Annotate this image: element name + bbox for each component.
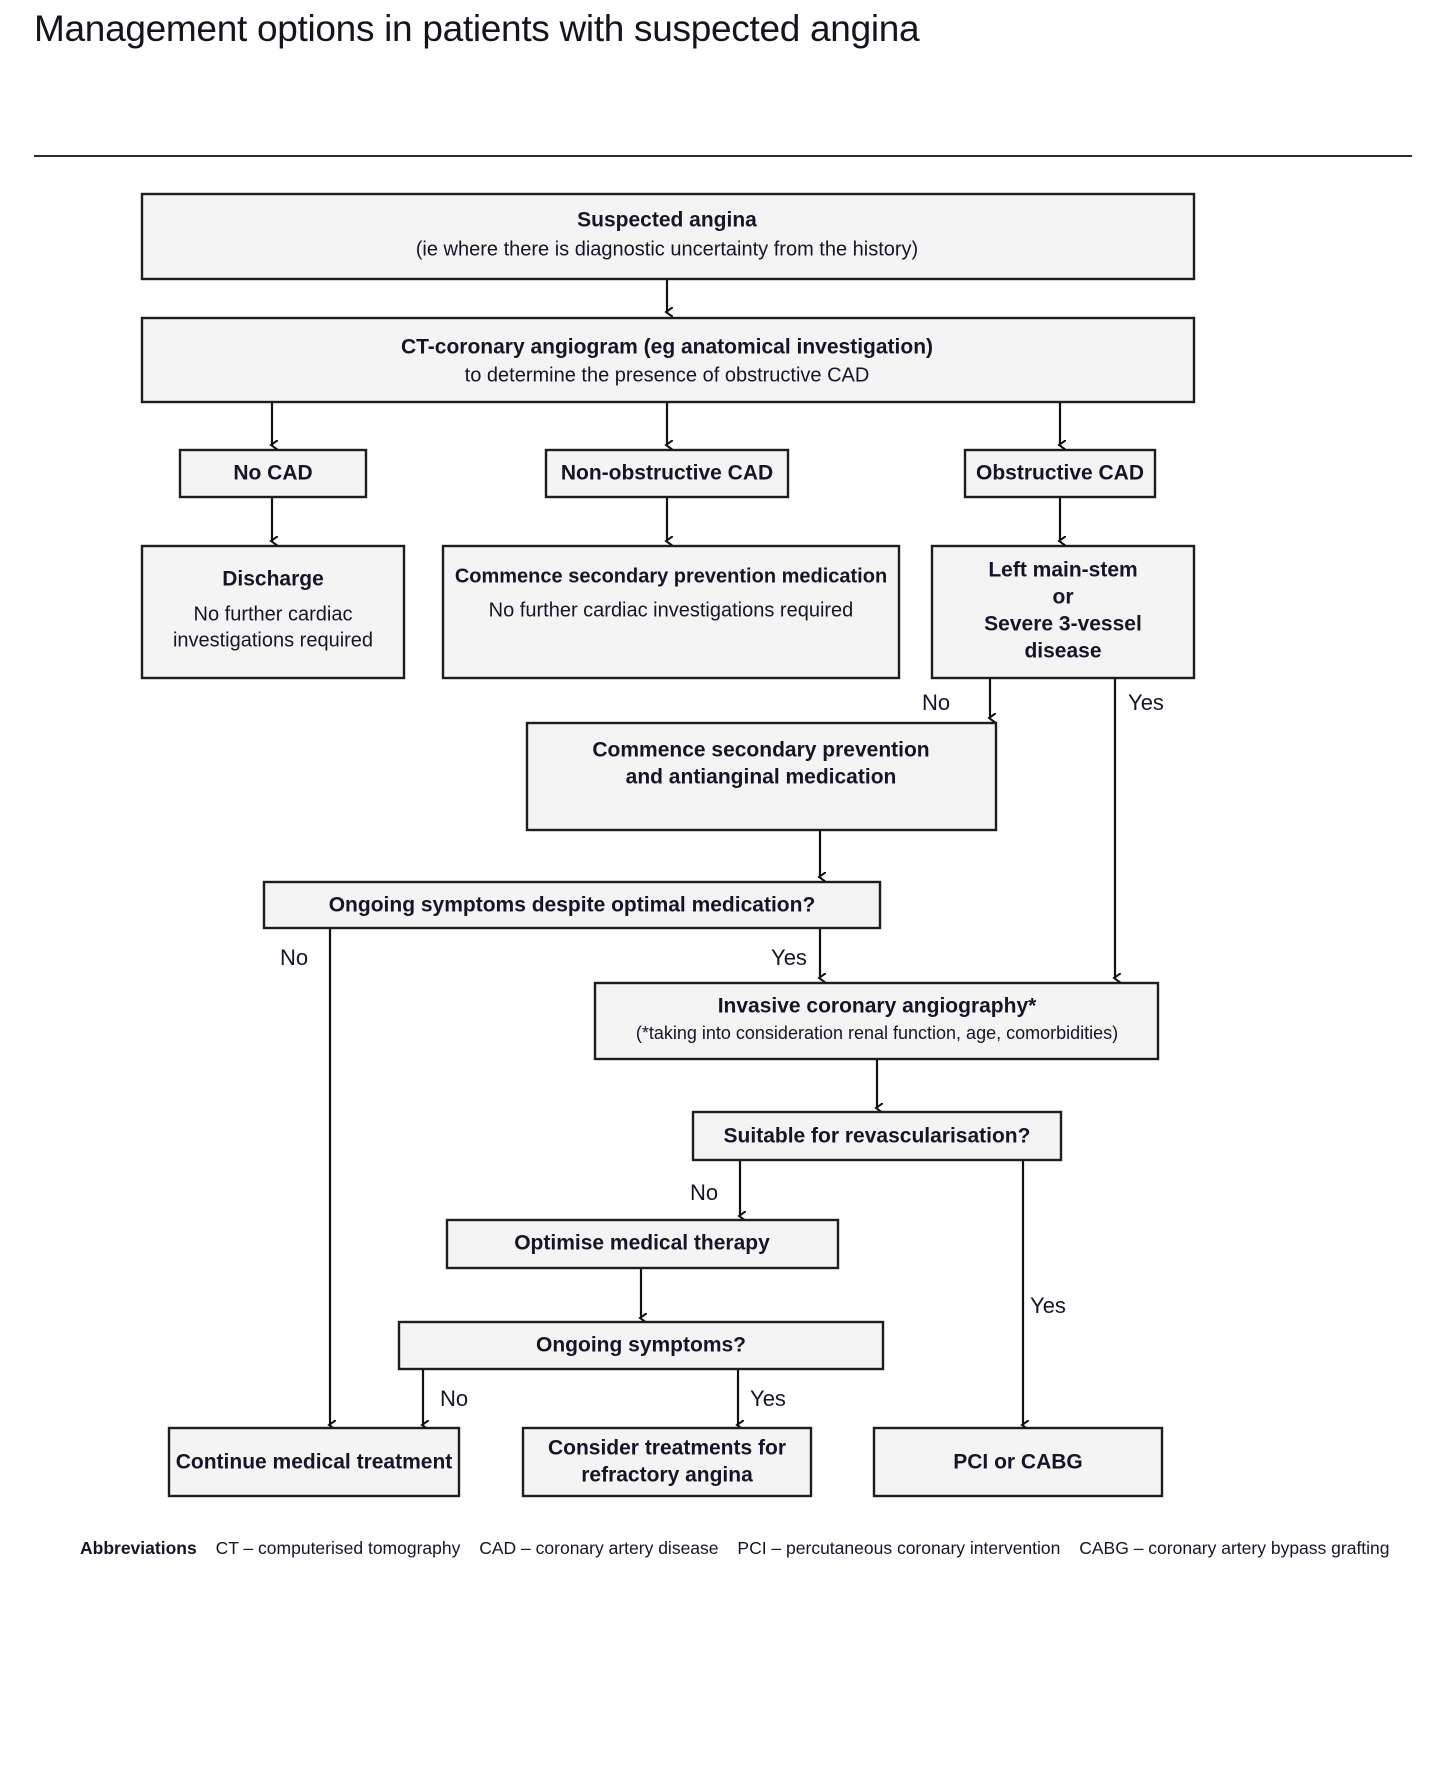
node-line: Ongoing symptoms?	[536, 1334, 746, 1357]
abbreviation-item-cad: CAD – coronary artery disease	[479, 1538, 719, 1558]
node-line: Continue medical treatment	[176, 1451, 453, 1474]
node-box	[397, 1320, 885, 1371]
node-line: No further cardiac investigations requir…	[489, 599, 854, 621]
node-ct-coronary-angiogram[interactable]: CT-coronary angiogram (eg anatomical inv…	[140, 316, 1196, 404]
node-line: No CAD	[233, 462, 312, 485]
node-non-obstructive-cad[interactable]: Non-obstructive CAD	[544, 448, 790, 499]
node-left-main-stem[interactable]: Left main-stem or Severe 3-vessel diseas…	[930, 544, 1196, 680]
node-line: Invasive coronary angiography*	[718, 995, 1037, 1018]
node-line: Ongoing symptoms despite optimal medicat…	[329, 894, 816, 917]
node-suspected-angina[interactable]: Suspected angina (ie where there is diag…	[140, 192, 1196, 281]
node-box	[525, 721, 998, 832]
node-line: Suitable for revascularisation?	[724, 1125, 1031, 1148]
node-commence-secondary-prevention[interactable]: Commence secondary prevention medication…	[441, 544, 901, 680]
node-box	[441, 544, 901, 680]
edge-label-ongoing-optimal-yes: Yes	[771, 945, 807, 970]
edge-label-lms-yes: Yes	[1128, 690, 1164, 715]
node-line: PCI or CABG	[953, 1451, 1083, 1474]
node-line: Non-obstructive CAD	[561, 462, 773, 485]
node-line: (*taking into consideration renal functi…	[636, 1023, 1118, 1043]
node-line: Commence secondary prevention medication	[455, 565, 887, 587]
node-ongoing-symptoms-optimal[interactable]: Ongoing symptoms despite optimal medicat…	[262, 880, 882, 930]
node-box	[262, 880, 882, 930]
node-line: No further cardiac	[194, 603, 353, 625]
node-ongoing-symptoms[interactable]: Ongoing symptoms?	[397, 1320, 885, 1371]
node-box	[691, 1110, 1063, 1162]
node-box	[167, 1426, 461, 1498]
edge-label-lms-no: No	[922, 690, 950, 715]
node-line: Left main-stem	[988, 559, 1137, 582]
abbreviation-item-pci: PCI – percutaneous coronary intervention	[737, 1538, 1061, 1558]
node-box	[140, 544, 406, 680]
node-optimise-medical-therapy[interactable]: Optimise medical therapy	[445, 1218, 840, 1270]
edge-label-ongoing-optimal-no: No	[280, 945, 308, 970]
node-box	[140, 316, 1196, 404]
node-obstructive-cad[interactable]: Obstructive CAD	[963, 448, 1157, 499]
node-line: Severe 3-vessel	[984, 613, 1142, 636]
node-box	[140, 192, 1196, 281]
abbreviations-footer: Abbreviations CT – computerised tomograp…	[80, 1538, 1390, 1559]
node-box	[521, 1426, 813, 1498]
node-line: Obstructive CAD	[976, 462, 1144, 485]
node-commence-secondary-antianginal[interactable]: Commence secondary prevention and antian…	[525, 721, 998, 832]
node-line: disease	[1024, 640, 1101, 663]
node-line: Optimise medical therapy	[514, 1232, 770, 1255]
node-consider-refractory[interactable]: Consider treatments for refractory angin…	[521, 1426, 813, 1498]
node-pci-or-cabg[interactable]: PCI or CABG	[872, 1426, 1164, 1498]
node-line: and antianginal medication	[626, 766, 897, 789]
node-box	[544, 448, 790, 499]
connectors	[272, 279, 1115, 1425]
node-line: Commence secondary prevention	[592, 739, 929, 762]
page-title: Management options in patients with susp…	[34, 8, 920, 49]
node-box	[963, 448, 1157, 499]
node-line: refractory angina	[581, 1464, 753, 1487]
node-box	[445, 1218, 840, 1270]
node-box	[930, 544, 1196, 680]
node-discharge[interactable]: Discharge No further cardiac investigati…	[140, 544, 406, 680]
title-divider	[34, 155, 1412, 157]
node-continue-medical-treatment[interactable]: Continue medical treatment	[167, 1426, 461, 1498]
node-no-cad[interactable]: No CAD	[178, 448, 368, 499]
node-line: to determine the presence of obstructive…	[465, 364, 870, 386]
node-line: investigations required	[173, 629, 373, 651]
node-line: CT-coronary angiogram (eg anatomical inv…	[401, 336, 933, 359]
node-invasive-coronary-angiography[interactable]: Invasive coronary angiography* (*taking …	[593, 981, 1160, 1061]
node-line: Discharge	[222, 568, 324, 591]
node-line: (ie where there is diagnostic uncertaint…	[416, 238, 918, 260]
node-box	[872, 1426, 1164, 1498]
abbreviations-label: Abbreviations	[80, 1538, 197, 1558]
edge-label-ongoing-yes: Yes	[750, 1386, 786, 1411]
abbreviation-item-ct: CT – computerised tomography	[215, 1538, 461, 1558]
node-box	[593, 981, 1160, 1061]
edge-label-ongoing-no: No	[440, 1386, 468, 1411]
edge-label-revasc-yes: Yes	[1030, 1293, 1066, 1318]
node-suitable-revascularisation[interactable]: Suitable for revascularisation?	[691, 1110, 1063, 1162]
node-line: Consider treatments for	[548, 1437, 786, 1460]
node-line: or	[1053, 586, 1074, 609]
edge-label-revasc-no: No	[690, 1180, 718, 1205]
node-line: Suspected angina	[577, 209, 757, 232]
node-box	[178, 448, 368, 499]
abbreviation-item-cabg: CABG – coronary artery bypass grafting	[1079, 1538, 1390, 1558]
